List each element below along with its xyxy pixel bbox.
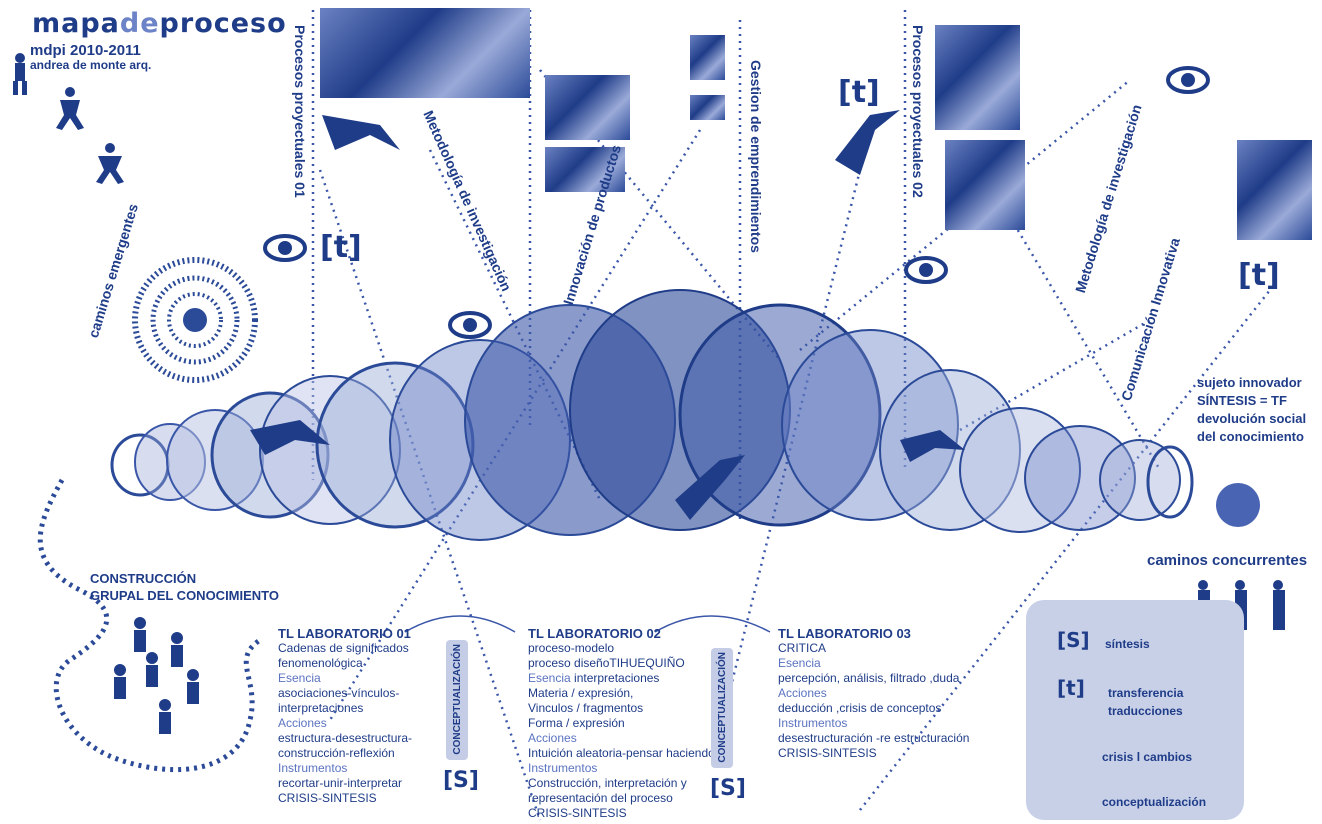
lab01-block: TL LABORATORIO 01 Cadenas de significado… xyxy=(278,626,412,806)
lab02-esencia: Esencia xyxy=(528,671,571,685)
conceptualizacion-tab-2: CONCEPTUALIZACIÓN xyxy=(711,648,733,768)
lab01-line: asociaciones-vínculos- xyxy=(278,686,412,701)
conceptualizacion-label: CONCEPTUALIZACIÓN xyxy=(717,652,728,763)
collage-photo-1 xyxy=(320,8,530,98)
conceptualizacion-label: CONCEPTUALIZACIÓN xyxy=(452,644,463,755)
collage-photo-8 xyxy=(1237,140,1312,240)
lab02-line: proceso-modelo xyxy=(528,641,715,656)
legend-s-symbol: [S] xyxy=(1057,628,1090,652)
legend-t-line1: transferencia xyxy=(1108,684,1183,702)
collage-photo-7 xyxy=(945,140,1025,230)
lab02-line: Construcción, interpretación y xyxy=(528,776,715,791)
author: andrea de monte arq. xyxy=(30,58,151,72)
construccion-heading: CONSTRUCCIÓN GRUPAL DEL CONOCIMIENTO xyxy=(90,570,279,604)
lab01-line: construcción-reflexión xyxy=(278,746,412,761)
label-procesos02: Procesos proyectuales 02 xyxy=(910,25,926,198)
lab01-line: Cadenas de significados xyxy=(278,641,412,656)
legend-concept-text: conceptualización xyxy=(1102,795,1206,809)
legend-t-line2: traducciones xyxy=(1108,702,1183,720)
lab02-line: Forma / expresión xyxy=(528,716,715,731)
lab01-line: recortar-unir-interpretar xyxy=(278,776,412,791)
sujeto-line3: devolución social xyxy=(1197,410,1306,428)
lab01-line: estructura-desestructura- xyxy=(278,731,412,746)
lab02-line: Materia / expresión, xyxy=(528,686,715,701)
t-symbol-2: [t] xyxy=(838,75,880,110)
logo-title: mapadeproceso xyxy=(32,8,287,39)
lab03-line: deducción ,crisis de conceptos xyxy=(778,701,969,716)
t-symbol-3: [t] xyxy=(1238,258,1280,293)
overlapping-circles-cloud xyxy=(112,290,1192,540)
lab03-title: TL LABORATORIO 03 xyxy=(778,626,969,641)
lab02-esencia-rest: interpretaciones xyxy=(571,671,660,685)
lab03-line: desestructuración -re estructuración xyxy=(778,731,969,746)
lab01-line: interpretaciones xyxy=(278,701,412,716)
legend-t-text: transferencia traducciones xyxy=(1108,684,1183,720)
construccion-dotted-path xyxy=(40,480,260,770)
label-procesos01: Procesos proyectuales 01 xyxy=(292,25,308,198)
lab02-instrumentos: Instrumentos xyxy=(528,761,715,776)
construccion-line2: GRUPAL DEL CONOCIMIENTO xyxy=(90,587,279,604)
lab01-line: fenomenológica xyxy=(278,656,412,671)
lab02-title: TL LABORATORIO 02 xyxy=(528,626,715,641)
subtitle: mdpi 2010-2011 xyxy=(30,42,141,59)
construccion-line1: CONSTRUCCIÓN xyxy=(90,570,279,587)
lab02-line: representación del proceso xyxy=(528,791,715,806)
sujeto-innovador-text: sujeto innovador SÍNTESIS = TF devolució… xyxy=(1197,374,1306,446)
caminos-concurrentes: caminos concurrentes xyxy=(1147,552,1307,569)
sujeto-line1: sujeto innovador xyxy=(1197,374,1306,392)
lab03-instrumentos: Instrumentos xyxy=(778,716,969,731)
lab02-line: Intuición aleatoria-pensar haciendo xyxy=(528,746,715,761)
lab01-instrumentos: Instrumentos xyxy=(278,761,412,776)
lab02-line: Vinculos / fragmentos xyxy=(528,701,715,716)
t-symbol-1: [t] xyxy=(320,230,362,265)
lab03-line: CRISIS-SINTESIS xyxy=(778,746,969,761)
spiral-graphic xyxy=(135,260,255,380)
lab03-block: TL LABORATORIO 03 CRITICA Esencia percep… xyxy=(778,626,969,761)
s-symbol-2: [S] xyxy=(710,776,746,801)
globe-icon xyxy=(1216,483,1260,527)
collage-photo-2 xyxy=(545,75,630,140)
conceptualizacion-tab-1: CONCEPTUALIZACIÓN xyxy=(446,640,468,760)
lab01-title: TL LABORATORIO 01 xyxy=(278,626,412,641)
collage-photo-4 xyxy=(690,35,725,80)
sujeto-line2: SÍNTESIS = TF xyxy=(1197,392,1306,410)
lab01-esencia: Esencia xyxy=(278,671,412,686)
lab01-acciones: Acciones xyxy=(278,716,412,731)
lab03-line: percepción, análisis, filtrado ,duda xyxy=(778,671,969,686)
lab03-line: CRITICA xyxy=(778,641,969,656)
collage-photo-6 xyxy=(935,25,1020,130)
sujeto-line4: del conocimiento xyxy=(1197,428,1306,446)
s-symbol-1: [S] xyxy=(443,768,479,793)
legend-t-symbol: [t] xyxy=(1057,676,1085,700)
legend-s-text: síntesis xyxy=(1105,637,1150,651)
lab-arrow-1 xyxy=(405,616,515,632)
lab02-line: CRISIS-SINTESIS xyxy=(528,806,715,821)
legend-crisis-text: crisis l cambios xyxy=(1102,750,1192,764)
lab02-block: TL LABORATORIO 02 proceso-modelo proceso… xyxy=(528,626,715,821)
lab03-esencia: Esencia xyxy=(778,656,969,671)
lab01-line: CRISIS-SINTESIS xyxy=(278,791,412,806)
lab02-line: proceso diseñoTIHUEQUIÑO xyxy=(528,656,715,671)
label-gestion: Gestion de emprendimientos xyxy=(748,60,764,253)
collage-photo-5 xyxy=(690,95,725,120)
lab03-acciones: Acciones xyxy=(778,686,969,701)
lab02-acciones: Acciones xyxy=(528,731,715,746)
